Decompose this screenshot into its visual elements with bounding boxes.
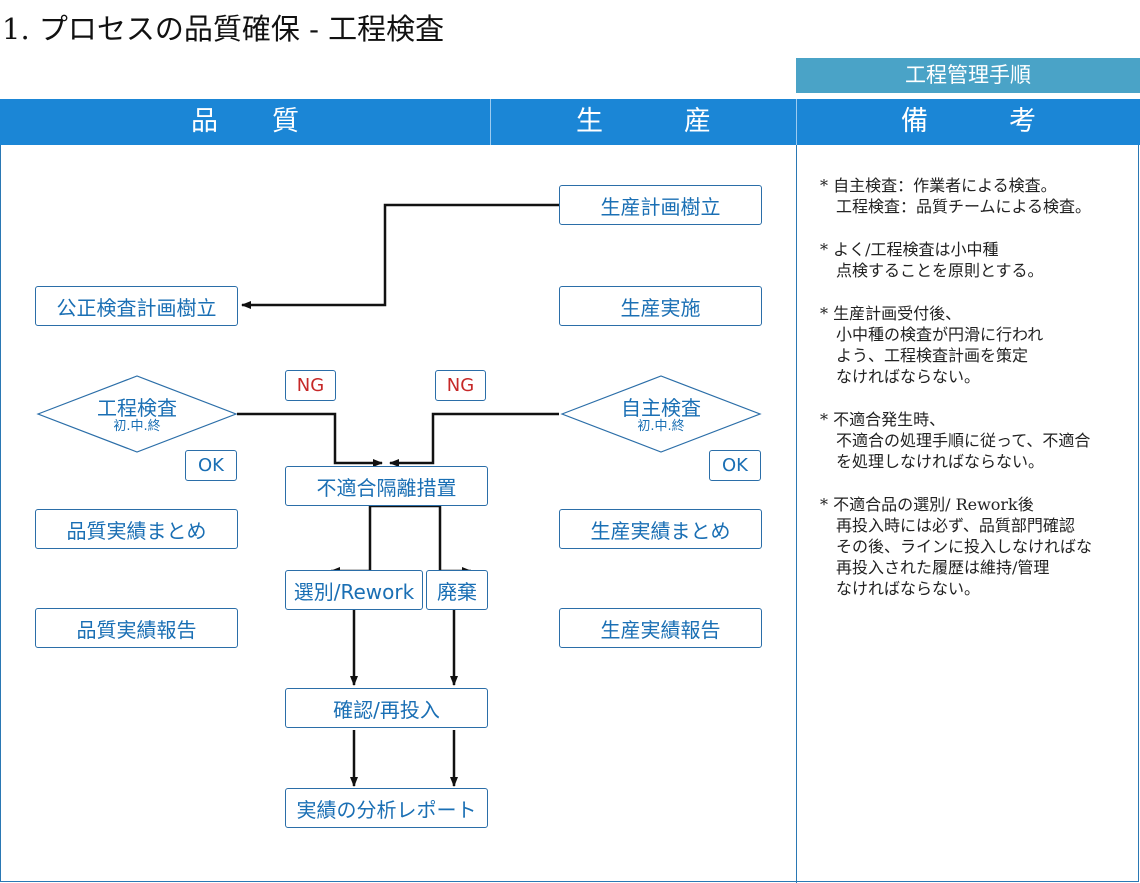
note-line: その後、ラインに投入しなければな xyxy=(820,537,1093,556)
header-divider xyxy=(796,99,797,145)
notes-panel: * 自主検査：作業者による検査。 工程検査：品質チームによる検査。 * よく/工… xyxy=(820,175,1138,621)
process-ng-arrow xyxy=(237,412,383,467)
quality-column-header: 品 質 xyxy=(0,99,490,145)
note-item: * 生産計画受付後、 小中種の検査が円滑に行われ よう、工程検査計画を策定 なけ… xyxy=(820,303,1138,387)
header-divider xyxy=(490,99,491,145)
self-inspection-label: 自主検査 初.中.終 xyxy=(586,397,736,435)
note-line: を処理しなければならない。 xyxy=(820,452,1045,471)
note-line: * よく/工程検査は小中種 xyxy=(820,240,999,259)
note-line: * 不適合発生時、 xyxy=(820,410,946,429)
ok-tag-left: OK xyxy=(185,450,237,481)
self-inspection-diamond xyxy=(560,375,762,453)
notes-divider xyxy=(796,145,797,883)
isolation-to-scrap-arrow xyxy=(395,504,472,575)
note-line: * 不適合品の選別/ Rework後 xyxy=(820,495,1034,514)
note-item: * 自主検査：作業者による検査。 工程検査：品質チームによる検査。 xyxy=(820,175,1138,217)
quality-summary-box: 品質実績まとめ xyxy=(35,509,238,549)
inspection-plan-box: 公正検査計画樹立 xyxy=(35,286,238,326)
process-inspection-label: 工程検査 初.中.終 xyxy=(62,397,212,435)
production-column-header: 生 産 xyxy=(491,99,796,145)
confirm-reinput-box: 確認/再投入 xyxy=(285,688,488,728)
note-line: 小中種の検査が円滑に行われ xyxy=(820,325,1044,344)
note-line: * 自主検査：作業者による検査。 xyxy=(820,176,1057,195)
self-inspection-title: 自主検査 xyxy=(621,396,701,420)
note-line: なければならない。 xyxy=(820,367,981,386)
note-item: * 不適合品の選別/ Rework後 再投入時には必ず、品質部門確認 その後、ラ… xyxy=(820,494,1138,599)
note-line: 再投入された履歴は維持/管理 xyxy=(820,558,1050,577)
self-inspection-subtitle: 初.中.終 xyxy=(637,419,685,434)
note-line: よう、工程検査計画を策定 xyxy=(820,346,1029,365)
sort-rework-box: 選別/Rework xyxy=(285,570,423,610)
process-procedure-header: 工程管理手順 xyxy=(796,58,1140,93)
process-inspection-title: 工程検査 xyxy=(97,396,177,420)
note-line: 点検することを原則とする。 xyxy=(820,261,1044,280)
note-item: * よく/工程検査は小中種 点検することを原則とする。 xyxy=(820,239,1138,281)
ng-tag-left: NG xyxy=(285,370,336,401)
isolation-to-sort-arrow xyxy=(330,504,395,575)
diagram-frame xyxy=(0,145,1139,882)
production-plan-box: 生産計画樹立 xyxy=(559,185,762,225)
ok-tag-right: OK xyxy=(709,450,761,481)
note-line: 再投入時には必ず、品質部門確認 xyxy=(820,516,1075,535)
notes-column-header: 備 考 xyxy=(797,99,1140,145)
note-line: * 生産計画受付後、 xyxy=(820,304,962,323)
ng-tag-right: NG xyxy=(435,370,486,401)
page-title: 1. プロセスの品質確保 - 工程検査 xyxy=(2,12,445,46)
quality-report-box: 品質実績報告 xyxy=(35,608,238,648)
process-inspection-diamond xyxy=(36,375,238,453)
plan-to-inspection-arrow xyxy=(241,203,559,309)
note-line: 不適合の処理手順に従って、不適合 xyxy=(820,431,1091,450)
process-inspection-subtitle: 初.中.終 xyxy=(113,419,161,434)
production-report-box: 生産実績報告 xyxy=(559,608,762,648)
production-exec-box: 生産実施 xyxy=(559,286,762,326)
note-line: 工程検査：品質チームによる検査。 xyxy=(820,197,1092,216)
analysis-report-box: 実績の分析レポート xyxy=(285,788,488,828)
scrap-box: 廃棄 xyxy=(426,570,488,610)
note-item: * 不適合発生時、 不適合の処理手順に従って、不適合 を処理しなければならない。 xyxy=(820,409,1138,472)
isolation-box: 不適合隔離措置 xyxy=(285,466,488,506)
self-ng-arrow xyxy=(389,412,559,467)
note-line: なければならない。 xyxy=(820,579,981,598)
production-summary-box: 生産実績まとめ xyxy=(559,509,762,549)
